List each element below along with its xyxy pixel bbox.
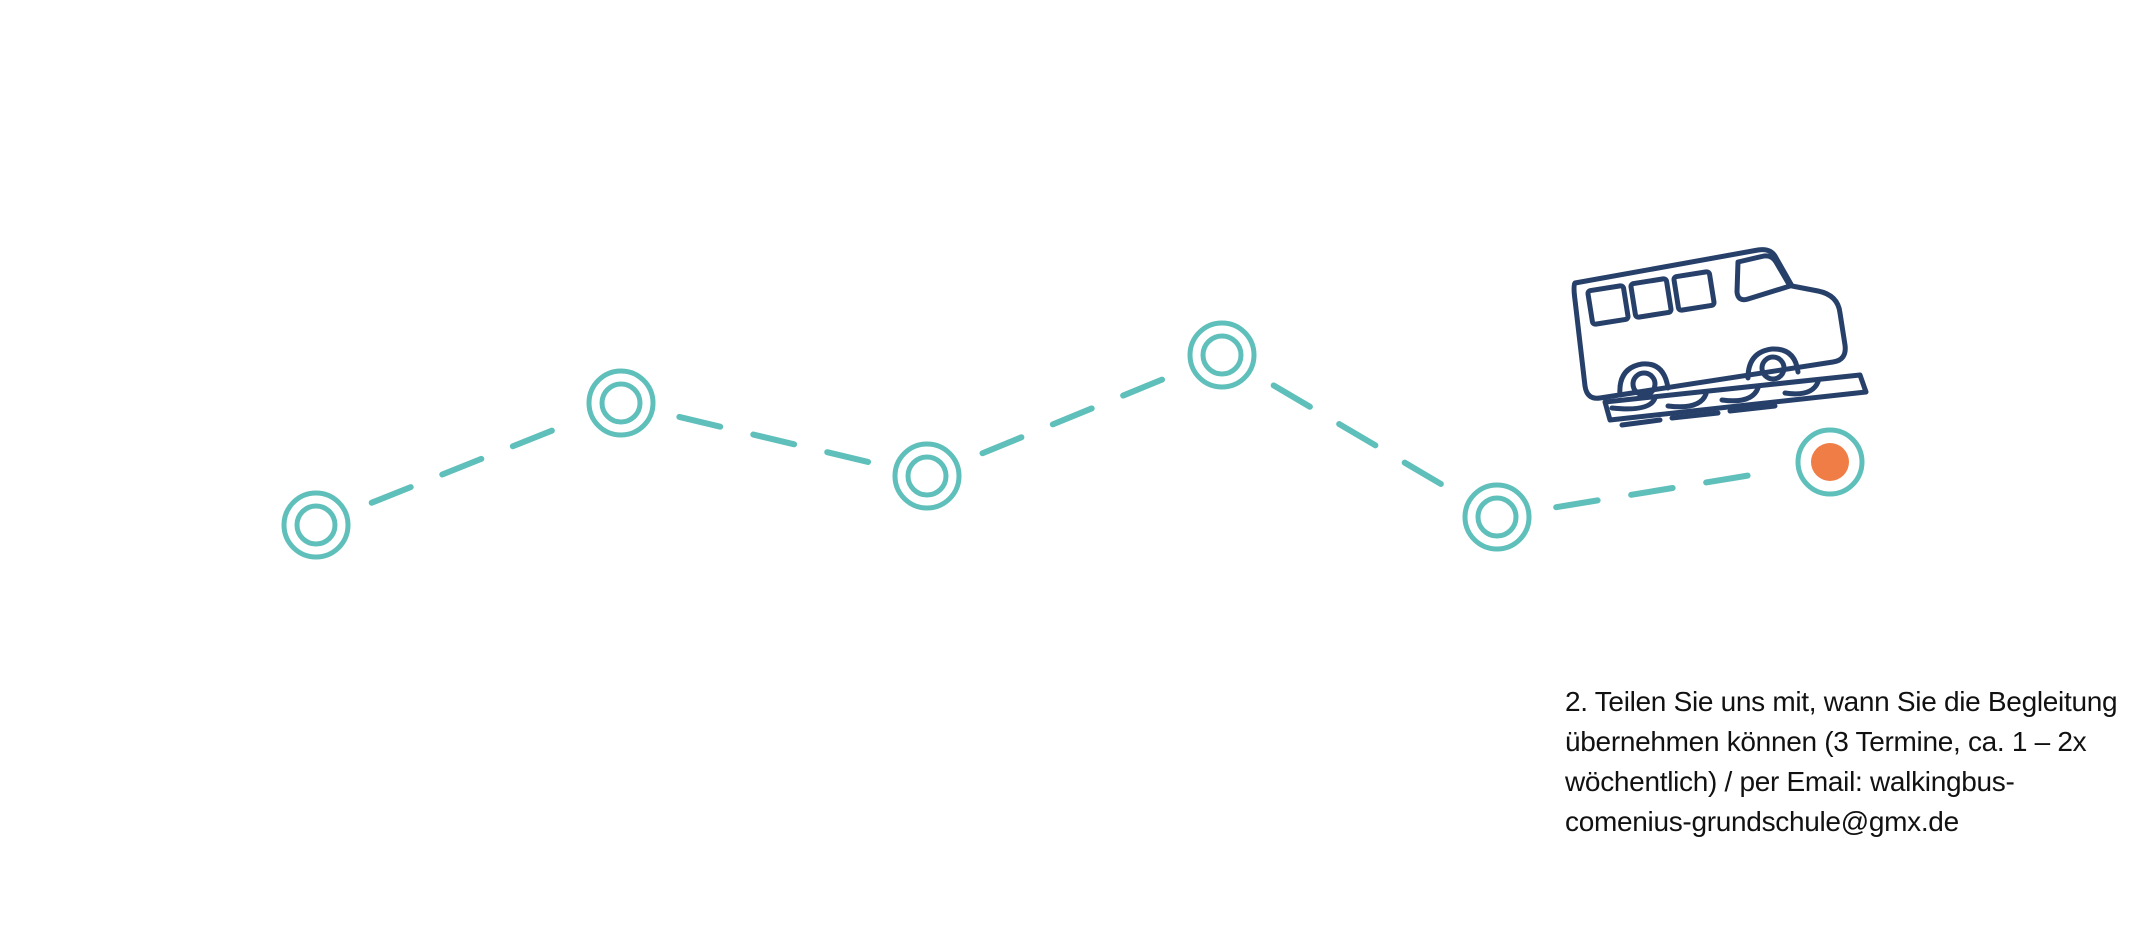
stop-marker-icon [586,368,656,438]
route-dash-segment [1553,468,1774,511]
bus-icon [1571,247,1869,428]
route-path [368,374,1774,511]
route-stops [281,320,1865,560]
route-dash-segment [979,374,1170,457]
stop-marker-icon [1187,320,1257,390]
step-text-line-1: 2. Teilen Sie uns mit, wann Sie die Begl… [1565,686,2118,717]
step-text-line-2: übernehmen können (3 Termine, ca. 1 – 2x [1565,726,2087,757]
current-stop-marker-icon [1795,427,1865,497]
stop-marker-icon [1462,482,1532,552]
route-dash-segment [368,422,569,506]
step-text-line-4: comenius-grundschule@gmx.de [1565,806,1959,837]
route-dash-segment [676,413,872,466]
stop-marker-icon [281,490,351,560]
stop-marker-icon [892,441,962,511]
step-instruction-text: 2. Teilen Sie uns mit, wann Sie die Begl… [1565,682,2125,842]
route-dash-segment [1270,382,1449,490]
step-text-line-3: wöchentlich) / per Email: walkingbus- [1565,766,2015,797]
